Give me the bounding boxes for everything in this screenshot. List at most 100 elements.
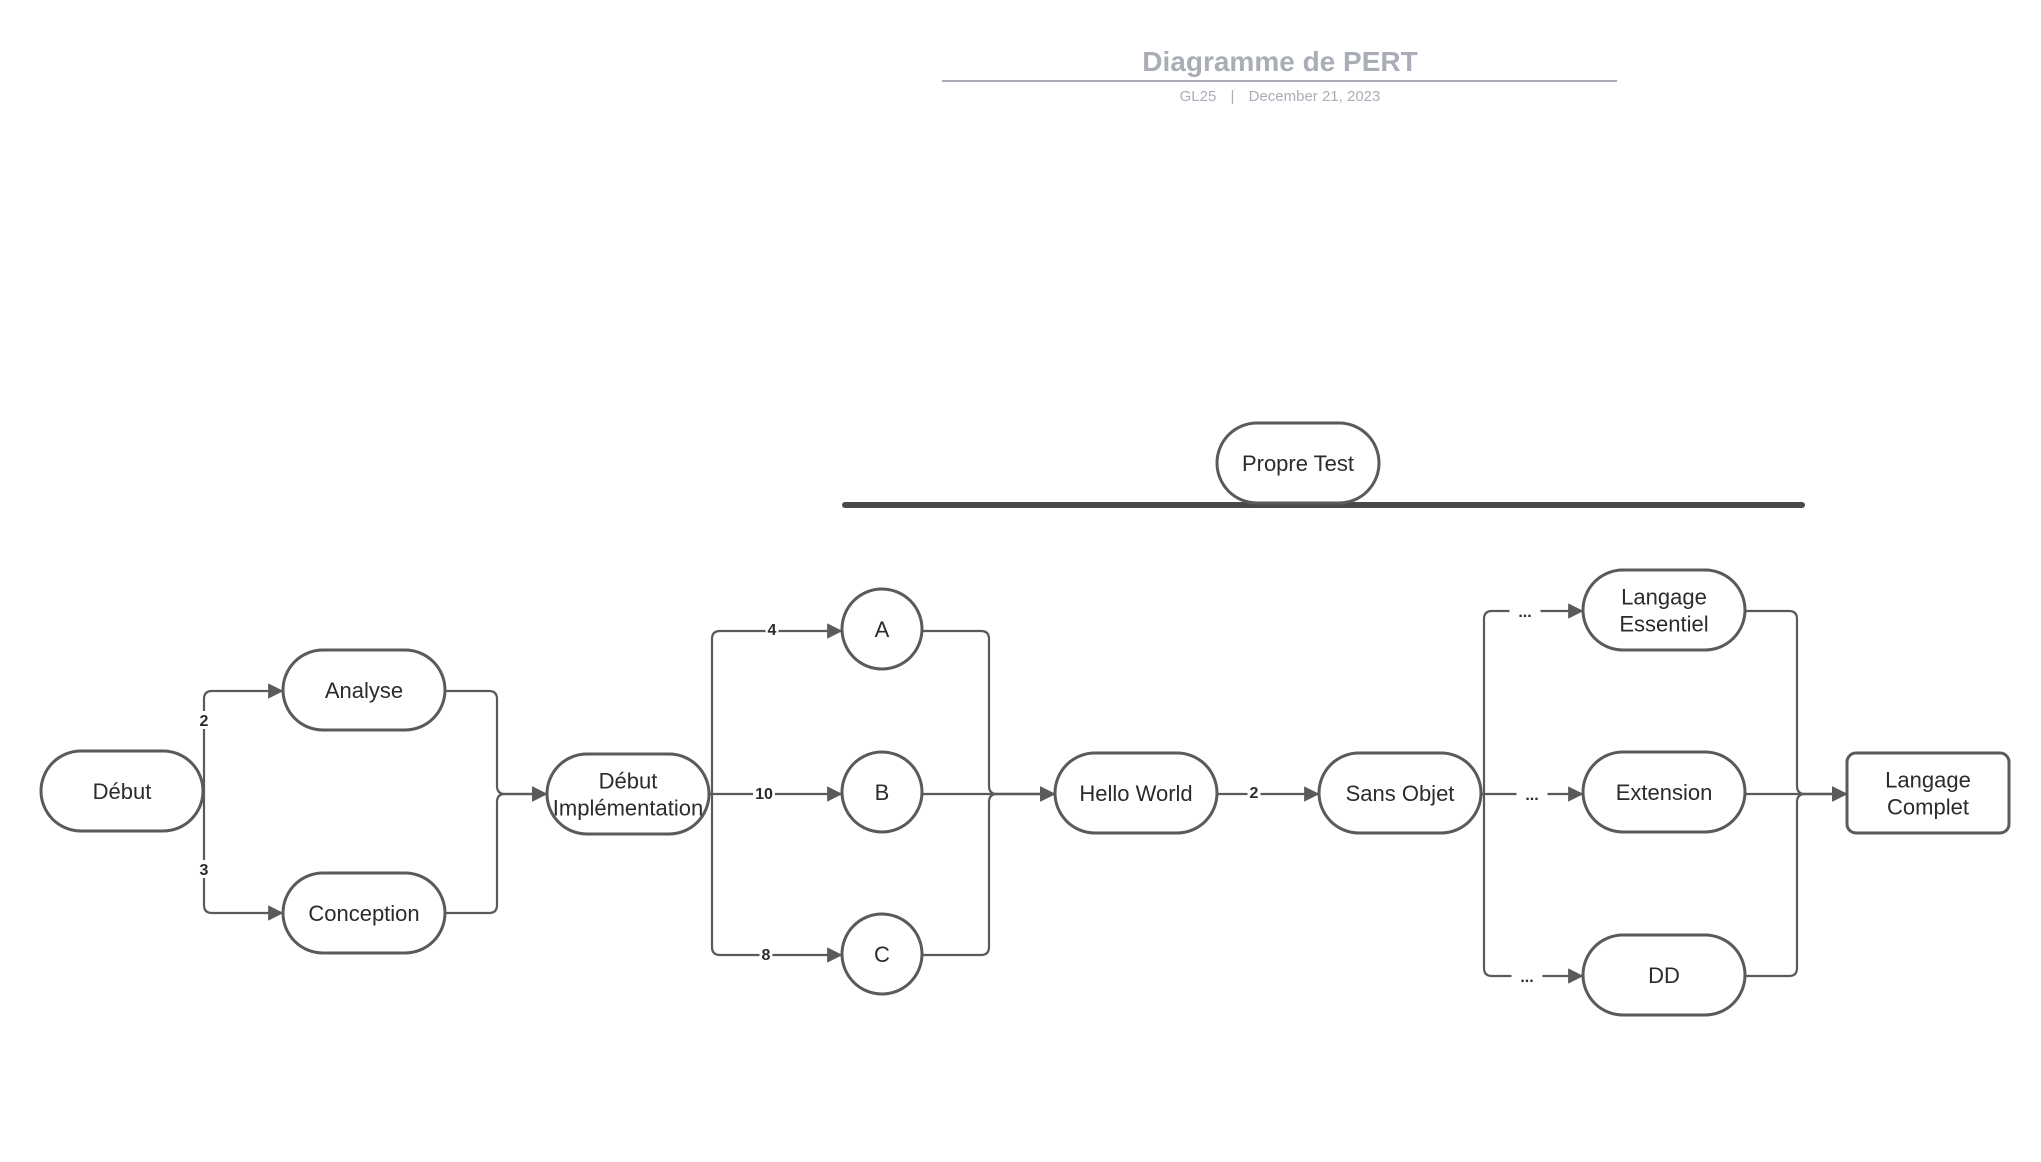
edge-label-debut-implementation-a: 4 bbox=[765, 620, 779, 639]
edge-label-debut-analyse: 2 bbox=[197, 711, 211, 730]
node-a[interactable]: A bbox=[840, 587, 924, 671]
node-shape bbox=[840, 912, 924, 996]
node-shape bbox=[39, 749, 205, 833]
edge-label-background bbox=[197, 860, 211, 878]
node-label-line: DD bbox=[1648, 963, 1680, 988]
node-label: Sans Objet bbox=[1346, 781, 1455, 806]
edge-label-debut-conception: 3 bbox=[197, 860, 211, 879]
node-shape bbox=[840, 750, 924, 834]
edge-label-debut-implementation-b: 10 bbox=[753, 784, 775, 803]
node-c[interactable]: C bbox=[840, 912, 924, 996]
node-label-line: A bbox=[875, 617, 890, 642]
node-shape bbox=[545, 752, 711, 836]
diagram-subtitle: GL25 | December 21, 2023 bbox=[1180, 88, 1381, 105]
node-debut[interactable]: Début bbox=[39, 749, 205, 833]
edge-label-text: 8 bbox=[762, 947, 771, 964]
node-shape bbox=[1581, 568, 1747, 652]
node-propre-test[interactable]: Propre Test bbox=[1215, 421, 1381, 505]
node-shape bbox=[1845, 751, 2011, 835]
edge-label-text: ... bbox=[1518, 604, 1531, 621]
subtitle-separator: | bbox=[1231, 88, 1235, 105]
node-label-line: Essentiel bbox=[1619, 612, 1708, 637]
node-shape bbox=[1317, 751, 1483, 835]
edge-label-text: 2 bbox=[1250, 785, 1259, 802]
edge-labels: 2 3 4 10 8 2......... bbox=[197, 602, 1548, 986]
node-label-line: Sans Objet bbox=[1346, 781, 1455, 806]
edge-label-hello-world-sans-objet: 2 bbox=[1247, 783, 1261, 802]
node-label: A bbox=[875, 617, 890, 642]
node-label: Extension bbox=[1616, 780, 1713, 805]
node-label-line: Propre Test bbox=[1242, 451, 1354, 476]
node-label-line: Début bbox=[93, 779, 152, 804]
node-label: Hello World bbox=[1079, 781, 1192, 806]
node-analyse[interactable]: Analyse bbox=[281, 648, 447, 732]
edge-label-debut-implementation-c: 8 bbox=[759, 945, 773, 964]
edge-label-sans-objet-dd: ... bbox=[1511, 967, 1543, 986]
node-label-line: Langage bbox=[1621, 585, 1707, 610]
node-label-line: Langage bbox=[1885, 768, 1971, 793]
node-label-line: Extension bbox=[1616, 780, 1713, 805]
diagram-group: GL25 bbox=[1180, 88, 1217, 105]
edge-label-background bbox=[765, 620, 779, 638]
node-label-line: Hello World bbox=[1079, 781, 1192, 806]
node-label-line: Début bbox=[599, 769, 658, 794]
node-hello-world[interactable]: Hello World bbox=[1053, 751, 1219, 835]
edge-label-text: ... bbox=[1520, 969, 1533, 986]
node-label: Conception bbox=[308, 901, 419, 926]
node-label-line: C bbox=[874, 942, 890, 967]
node-sans-objet[interactable]: Sans Objet bbox=[1317, 751, 1483, 835]
edges bbox=[202, 603, 1848, 984]
edge-label-background bbox=[1511, 967, 1543, 985]
node-shape bbox=[1581, 933, 1747, 1017]
edge-conception-debut-implementation bbox=[446, 786, 548, 915]
node-shape bbox=[1053, 751, 1219, 835]
edge-label-sans-objet-extension: ... bbox=[1516, 785, 1548, 804]
edge-label-background bbox=[1509, 602, 1541, 620]
edge-debut-implementation-a bbox=[710, 623, 843, 796]
node-shape bbox=[281, 648, 447, 732]
node-label-line: Implémentation bbox=[553, 796, 703, 821]
node-conception[interactable]: Conception bbox=[281, 871, 447, 955]
diagram-date: December 21, 2023 bbox=[1249, 88, 1381, 105]
edge-debut-conception bbox=[202, 791, 284, 921]
node-label-line: Complet bbox=[1887, 795, 1969, 820]
edge-label-background bbox=[1247, 783, 1261, 801]
edge-a-hello-world bbox=[923, 629, 1056, 802]
edge-label-text: 4 bbox=[768, 622, 777, 639]
edge-label-text: ... bbox=[1525, 787, 1538, 804]
node-dd[interactable]: DD bbox=[1581, 933, 1747, 1017]
edge-debut-analyse bbox=[202, 683, 284, 791]
node-label: C bbox=[874, 942, 890, 967]
node-label-line: Conception bbox=[308, 901, 419, 926]
node-label: Début bbox=[93, 779, 152, 804]
node-label: B bbox=[875, 780, 890, 805]
diagram-title: Diagramme de PERT bbox=[1142, 46, 1417, 77]
node-label: Analyse bbox=[325, 678, 403, 703]
edge-label-background bbox=[753, 784, 775, 802]
node-shape bbox=[1215, 421, 1381, 505]
edge-sans-objet-langage-essentiel bbox=[1482, 603, 1584, 796]
edge-c-hello-world bbox=[923, 786, 1056, 957]
edge-analyse-debut-implementation bbox=[446, 689, 548, 802]
edge-langage-essentiel-langage-complet bbox=[1746, 609, 1848, 802]
edge-label-text: 3 bbox=[200, 862, 209, 879]
edge-label-background bbox=[197, 711, 211, 729]
edge-label-background bbox=[1516, 785, 1548, 803]
edge-label-sans-objet-langage-essentiel: ... bbox=[1509, 602, 1541, 621]
node-label: DD bbox=[1648, 963, 1680, 988]
node-extension[interactable]: Extension bbox=[1581, 750, 1747, 834]
edge-label-text: 2 bbox=[200, 713, 209, 730]
node-b[interactable]: B bbox=[840, 750, 924, 834]
diagram-header: Diagramme de PERT GL25 | December 21, 20… bbox=[942, 46, 1617, 105]
node-shape bbox=[840, 587, 924, 671]
node-shape bbox=[1581, 750, 1747, 834]
edge-sans-objet-dd bbox=[1482, 792, 1584, 984]
